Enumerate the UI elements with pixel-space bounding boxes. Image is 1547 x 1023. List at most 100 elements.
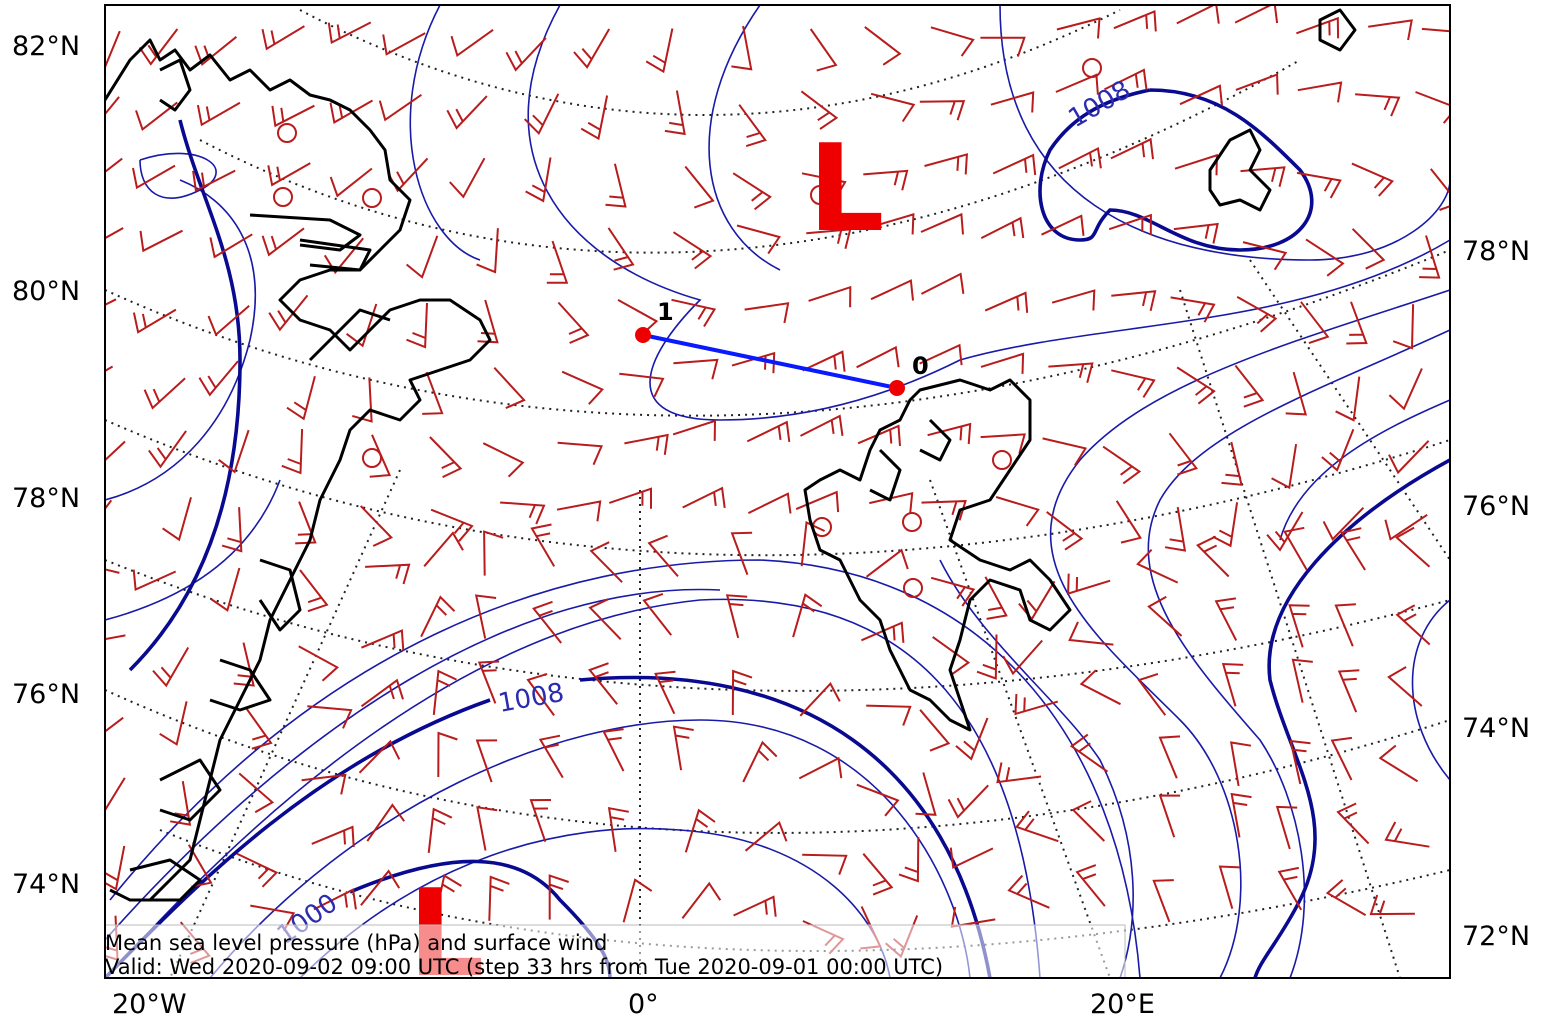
wind-barb bbox=[1378, 744, 1419, 783]
wind-barb bbox=[1158, 794, 1181, 838]
lat-label-left-76n: 76°N bbox=[12, 679, 80, 710]
wind-barb bbox=[1102, 445, 1142, 485]
wind-barb bbox=[1305, 238, 1345, 277]
wind-barb bbox=[725, 594, 748, 639]
wind-barb bbox=[135, 101, 178, 132]
wind-barb bbox=[744, 302, 790, 324]
wind-barb bbox=[360, 869, 401, 906]
wind-barb bbox=[105, 30, 121, 70]
wind-barb bbox=[1283, 526, 1308, 571]
wind-barb bbox=[1266, 511, 1304, 552]
wind-barb bbox=[1079, 669, 1121, 706]
wind-barb bbox=[105, 634, 126, 641]
wind-barb bbox=[360, 678, 404, 708]
lat-label-left-74n: 74°N bbox=[12, 869, 80, 900]
wind-barb bbox=[429, 436, 463, 479]
wind-barb bbox=[865, 548, 909, 578]
wind-barb bbox=[1046, 511, 1084, 551]
wind-barb bbox=[1288, 604, 1310, 648]
wind-barb bbox=[799, 681, 841, 717]
map-frame bbox=[105, 5, 1450, 978]
wind-barb bbox=[450, 28, 494, 58]
wind-barb bbox=[607, 227, 635, 271]
wind-barb bbox=[1291, 658, 1313, 703]
wind-barb bbox=[538, 734, 564, 779]
wind-barb bbox=[1018, 580, 1056, 621]
wind-barb bbox=[798, 756, 843, 780]
wind-barb bbox=[898, 837, 920, 883]
wind-barb bbox=[809, 28, 838, 72]
wind-barb bbox=[244, 706, 273, 750]
wind-barb bbox=[493, 367, 526, 410]
wind-barb bbox=[307, 705, 353, 729]
wind-barb bbox=[1115, 500, 1142, 544]
wind-barb bbox=[1168, 432, 1198, 476]
wind-barb bbox=[672, 419, 717, 441]
wind-barb bbox=[919, 343, 963, 366]
wind-barb bbox=[432, 669, 457, 716]
wind-barb bbox=[132, 569, 177, 591]
wind-barb bbox=[449, 157, 486, 199]
wind-barb bbox=[1108, 213, 1152, 236]
wind-barb bbox=[1234, 364, 1265, 408]
wind-barb bbox=[323, 237, 364, 275]
latitude-labels-right: 78°N 76°N 74°N 72°N bbox=[1462, 236, 1530, 952]
wind-barb bbox=[684, 808, 716, 853]
cross-section-point-0 bbox=[889, 380, 905, 396]
wind-barb bbox=[1277, 866, 1303, 911]
wind-barb bbox=[346, 303, 378, 348]
wind-barb bbox=[647, 534, 679, 578]
wind-barb bbox=[271, 104, 315, 128]
wind-barb bbox=[1394, 526, 1431, 568]
wind-barb bbox=[684, 165, 715, 209]
wind-barb bbox=[281, 428, 304, 475]
low-pressure-marker-north: L bbox=[808, 120, 884, 259]
wind-barb bbox=[446, 95, 488, 130]
wind-barb bbox=[301, 773, 347, 795]
wind-barb bbox=[500, 501, 546, 525]
wind-barb bbox=[148, 430, 187, 469]
wind-barb bbox=[378, 93, 422, 122]
wind-barb bbox=[589, 541, 623, 583]
wind-barb bbox=[221, 507, 243, 553]
wind-barb bbox=[1388, 368, 1423, 411]
wind-barb bbox=[1196, 535, 1230, 578]
wind-barb bbox=[932, 636, 971, 676]
wind-barb bbox=[210, 567, 241, 612]
wind-barb bbox=[1221, 441, 1243, 486]
wind-barb bbox=[187, 844, 213, 888]
wind-barb bbox=[1113, 9, 1157, 32]
cross-section-line bbox=[642, 333, 898, 390]
wind-barb bbox=[738, 104, 767, 148]
wind-barb bbox=[159, 701, 188, 746]
wind-barb bbox=[143, 377, 186, 410]
wind-barb bbox=[1325, 879, 1367, 916]
wind-barb bbox=[682, 486, 726, 509]
wind-barb bbox=[1136, 549, 1179, 584]
wind-barb bbox=[795, 490, 840, 513]
wind-barb bbox=[361, 629, 405, 651]
wind-barb bbox=[505, 37, 547, 72]
wind-barb bbox=[170, 781, 192, 826]
wind-barb bbox=[1067, 573, 1111, 595]
wind-barb bbox=[1296, 171, 1342, 199]
wind-barb bbox=[915, 772, 937, 816]
cross-section: 1 0 bbox=[635, 298, 929, 396]
wind-barb bbox=[105, 716, 124, 733]
wind-barb bbox=[1421, 27, 1450, 33]
wind-barb bbox=[132, 308, 177, 334]
wind-barb bbox=[602, 728, 625, 772]
wind-barb bbox=[1419, 235, 1441, 279]
wind-barb bbox=[530, 523, 556, 567]
wind-barb bbox=[423, 531, 464, 567]
wind-barb bbox=[664, 90, 686, 136]
wind-barb bbox=[996, 762, 1042, 784]
wind-barb bbox=[1051, 289, 1096, 311]
wind-barb bbox=[862, 853, 894, 896]
wind-barb bbox=[980, 352, 1025, 374]
wind-barb bbox=[1330, 736, 1353, 781]
wind-barb bbox=[488, 875, 510, 921]
wind-barb bbox=[295, 501, 317, 545]
wind-barb bbox=[474, 594, 497, 639]
wind-barb bbox=[1110, 137, 1154, 160]
